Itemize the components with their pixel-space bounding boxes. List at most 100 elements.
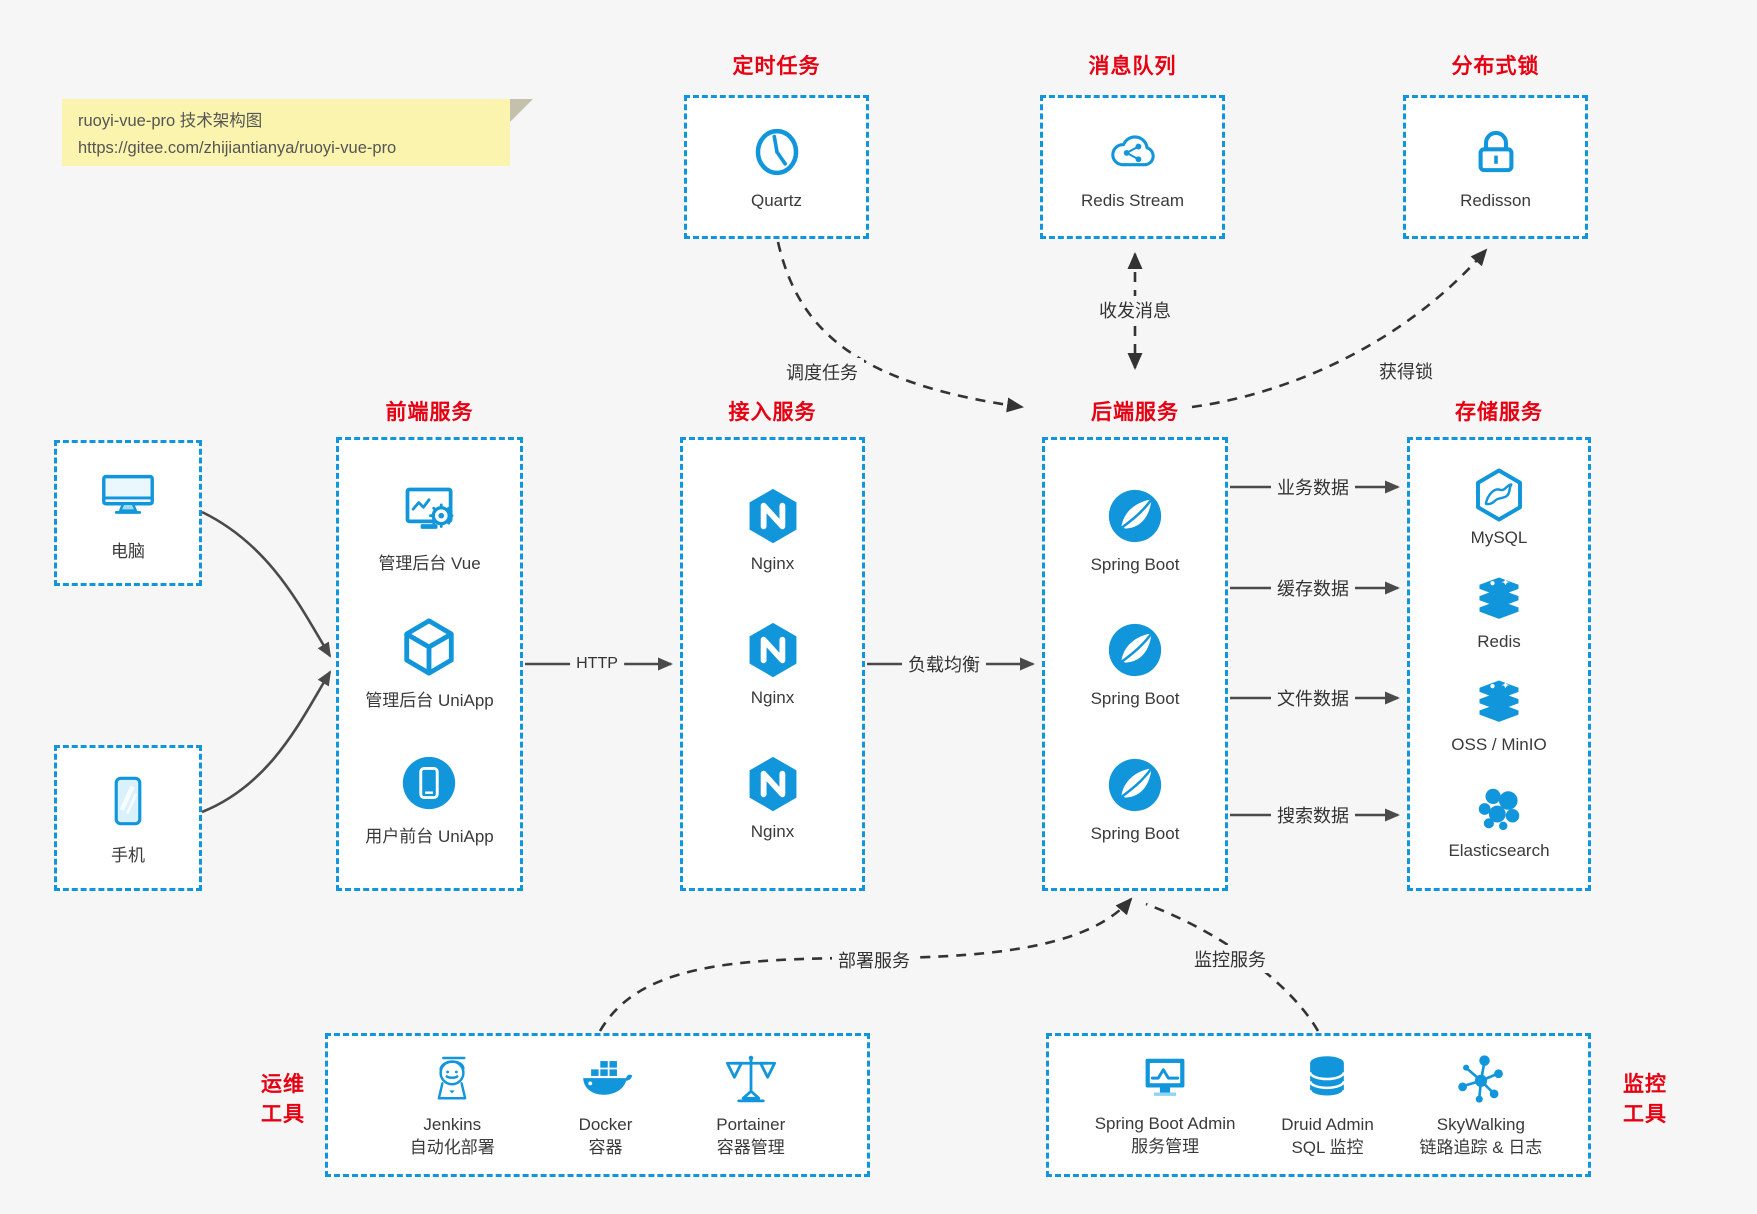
item-name: SkyWalking — [1436, 1114, 1525, 1134]
desktop-icon — [95, 465, 161, 527]
box-storage: MySQL Redis OSS / MinIO Elasticsearch — [1407, 437, 1591, 891]
ops-item-jenkins: Jenkins 自动化部署 — [410, 1051, 495, 1160]
note-url: https://gitee.com/zhijiantianya/ruoyi-vu… — [78, 139, 397, 158]
portainer-icon — [723, 1051, 779, 1107]
item-desc: 服务管理 — [1131, 1136, 1200, 1156]
box-backend: Spring Boot Spring Boot Spring Boot — [1042, 437, 1228, 891]
docker-icon — [577, 1051, 635, 1107]
item-name: Portainer — [716, 1114, 786, 1134]
box-mq: Redis Stream — [1040, 95, 1225, 239]
item-desc: 容器 — [588, 1137, 623, 1157]
spring-boot-admin-icon — [1136, 1052, 1194, 1106]
title-frontend: 前端服务 — [385, 401, 474, 424]
title-ops-tools: 运维 工具 — [261, 1073, 305, 1127]
frontend-item-user-uniapp: 用户前台 UniApp — [365, 752, 494, 847]
frontend-item-admin-uniapp: 管理后台 UniApp — [365, 616, 494, 711]
storage-item-elasticsearch: Elasticsearch — [1448, 782, 1550, 861]
storage-item-mysql: MySQL — [1470, 467, 1528, 548]
item-label: Spring Boot — [1090, 823, 1180, 843]
item-label: 手机 — [111, 845, 145, 865]
item-label: Redis Stream — [1081, 191, 1184, 210]
edge-label-cache-data: 缓存数据 — [1271, 574, 1355, 602]
item-desc: 容器管理 — [716, 1137, 785, 1157]
item-label: Nginx — [750, 822, 795, 841]
item-label: Redis — [1477, 631, 1521, 651]
title-monitoring-tools: 监控 工具 — [1623, 1073, 1667, 1127]
item-label: Redisson — [1460, 191, 1531, 210]
item-label: 电脑 — [111, 541, 145, 561]
item-desc: 链路追踪 & 日志 — [1419, 1137, 1543, 1157]
nginx-icon — [743, 486, 803, 546]
note-title: ruoyi-vue-pro 技术架构图 — [78, 112, 263, 130]
smartphone-icon — [99, 771, 157, 831]
arrow-pc-to-frontend — [201, 510, 332, 658]
item-desc: 自动化部署 — [409, 1137, 495, 1157]
box-monitoring-tools: Spring Boot Admin 服务管理 Druid Admin SQL 监… — [1046, 1033, 1591, 1177]
edge-label-http: HTTP — [570, 654, 624, 674]
item-label: Spring Boot — [1090, 689, 1180, 708]
edge-label-send-receive-message: 收发消息 — [1093, 296, 1177, 324]
item-label: Nginx — [750, 554, 795, 573]
druid-icon — [1300, 1051, 1354, 1107]
storage-item-redis: Redis — [1471, 575, 1527, 652]
redis-stream-cloud-icon — [1103, 123, 1163, 181]
gateway-item-nginx-1: Nginx — [743, 486, 803, 574]
item-name: Docker — [578, 1114, 633, 1134]
monitoring-item-skywalking: SkyWalking 链路追踪 & 日志 — [1419, 1051, 1542, 1160]
item-label: OSS / MinIO — [1451, 735, 1547, 755]
admin-vue-icon — [398, 481, 462, 541]
edge-label-acquire-lock: 获得锁 — [1373, 357, 1439, 385]
gateway-item-nginx-3: Nginx — [743, 754, 803, 842]
clock-icon — [748, 123, 806, 181]
frontend-item-admin-vue: 管理后台 Vue — [378, 481, 481, 574]
edge-label-monitor-service: 监控服务 — [1188, 945, 1272, 973]
monitoring-item-spring-boot-admin: Spring Boot Admin 服务管理 — [1095, 1052, 1236, 1159]
item-label: Quartz — [750, 191, 803, 210]
jenkins-icon — [424, 1051, 480, 1107]
item-label: MySQL — [1470, 527, 1528, 547]
gateway-item-nginx-2: Nginx — [743, 620, 803, 708]
backend-item-springboot-3: Spring Boot — [1090, 754, 1180, 844]
arrow-acquire-lock — [1191, 248, 1488, 409]
edge-label-load-balance: 负载均衡 — [902, 650, 986, 678]
ops-item-portainer: Portainer 容器管理 — [716, 1051, 785, 1160]
oss-minio-icon — [1471, 678, 1527, 730]
note-fold-corner — [510, 99, 533, 122]
title-gateway: 接入服务 — [728, 401, 817, 424]
title-mq: 消息队列 — [1088, 55, 1177, 78]
nginx-icon — [743, 754, 803, 814]
monitoring-item-druid: Druid Admin SQL 监控 — [1281, 1051, 1374, 1160]
box-ops-tools: Jenkins 自动化部署 Docker 容器 Portainer 容器管理 — [325, 1033, 870, 1177]
item-label: Elasticsearch — [1448, 841, 1550, 861]
item-name: Spring Boot Admin — [1094, 1113, 1236, 1133]
title-storage: 存储服务 — [1455, 401, 1543, 424]
item-name: Druid Admin — [1281, 1114, 1374, 1134]
sticky-note: ruoyi-vue-pro 技术架构图 https://gitee.com/zh… — [62, 99, 533, 166]
arrow-mobile-to-frontend — [201, 670, 332, 814]
title-lock: 分布式锁 — [1451, 55, 1540, 78]
item-desc: SQL 监控 — [1291, 1137, 1364, 1157]
spring-boot-icon — [1104, 754, 1166, 816]
spring-boot-icon — [1104, 619, 1166, 681]
box-frontend: 管理后台 Vue 管理后台 UniApp 用户前台 UniApp — [336, 437, 523, 891]
box-client-pc: 电脑 — [54, 440, 202, 586]
box-client-mobile: 手机 — [54, 745, 202, 891]
spring-boot-icon — [1104, 485, 1166, 547]
edge-label-business-data: 业务数据 — [1271, 473, 1355, 501]
edge-label-search-data: 搜索数据 — [1271, 801, 1355, 829]
redis-icon — [1471, 575, 1527, 627]
title-backend: 后端服务 — [1091, 401, 1179, 424]
padlock-icon — [1467, 123, 1525, 181]
title-scheduler: 定时任务 — [732, 55, 821, 78]
backend-item-springboot-2: Spring Boot — [1090, 619, 1180, 709]
item-label: 用户前台 UniApp — [365, 826, 494, 846]
box-lock: Redisson — [1403, 95, 1588, 239]
box-scheduler: Quartz — [684, 95, 869, 239]
edge-label-schedule-task: 调度任务 — [780, 358, 864, 386]
nginx-icon — [743, 620, 803, 680]
edge-label-deploy-service: 部署服务 — [832, 946, 916, 974]
item-label: Nginx — [750, 688, 795, 707]
item-label: 管理后台 Vue — [378, 554, 481, 574]
item-label: Spring Boot — [1090, 554, 1180, 574]
